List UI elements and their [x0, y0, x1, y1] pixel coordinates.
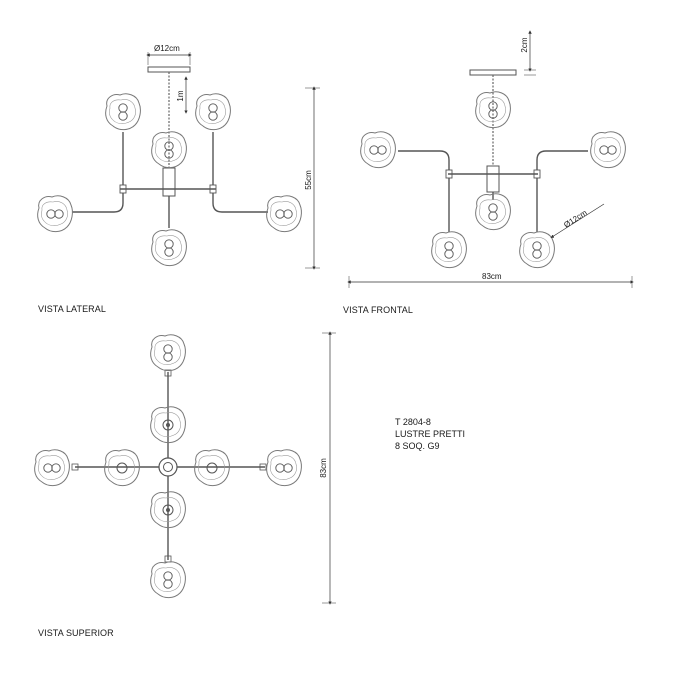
product-info-block: T 2804-8 LUSTRE PRETTI 8 SOQ. G9 [395, 416, 465, 452]
frontal-view-title: VISTA FRONTAL [343, 305, 413, 315]
lateral-view-title: VISTA LATERAL [38, 304, 106, 314]
product-name: LUSTRE PRETTI [395, 429, 466, 439]
dim-cable-length: 1m [176, 90, 185, 101]
dim-width-frontal: 83cm [482, 272, 502, 281]
dim-canopy-height: 2cm [520, 37, 529, 52]
product-sockets: 8 SOQ. G9 [395, 441, 440, 451]
dim-width-top: 83cm [319, 458, 328, 478]
frontal-view-drawing [347, 30, 634, 288]
top-view-title: VISTA SUPERIOR [38, 628, 114, 638]
product-code: T 2804-8 [395, 417, 431, 427]
lateral-view-drawing [37, 52, 320, 270]
dim-height: 55cm [304, 170, 313, 190]
dim-globe-diameter: Ø12cm [562, 208, 589, 230]
top-view-drawing [34, 331, 336, 605]
dim-canopy-diameter: Ø12cm [154, 44, 180, 53]
